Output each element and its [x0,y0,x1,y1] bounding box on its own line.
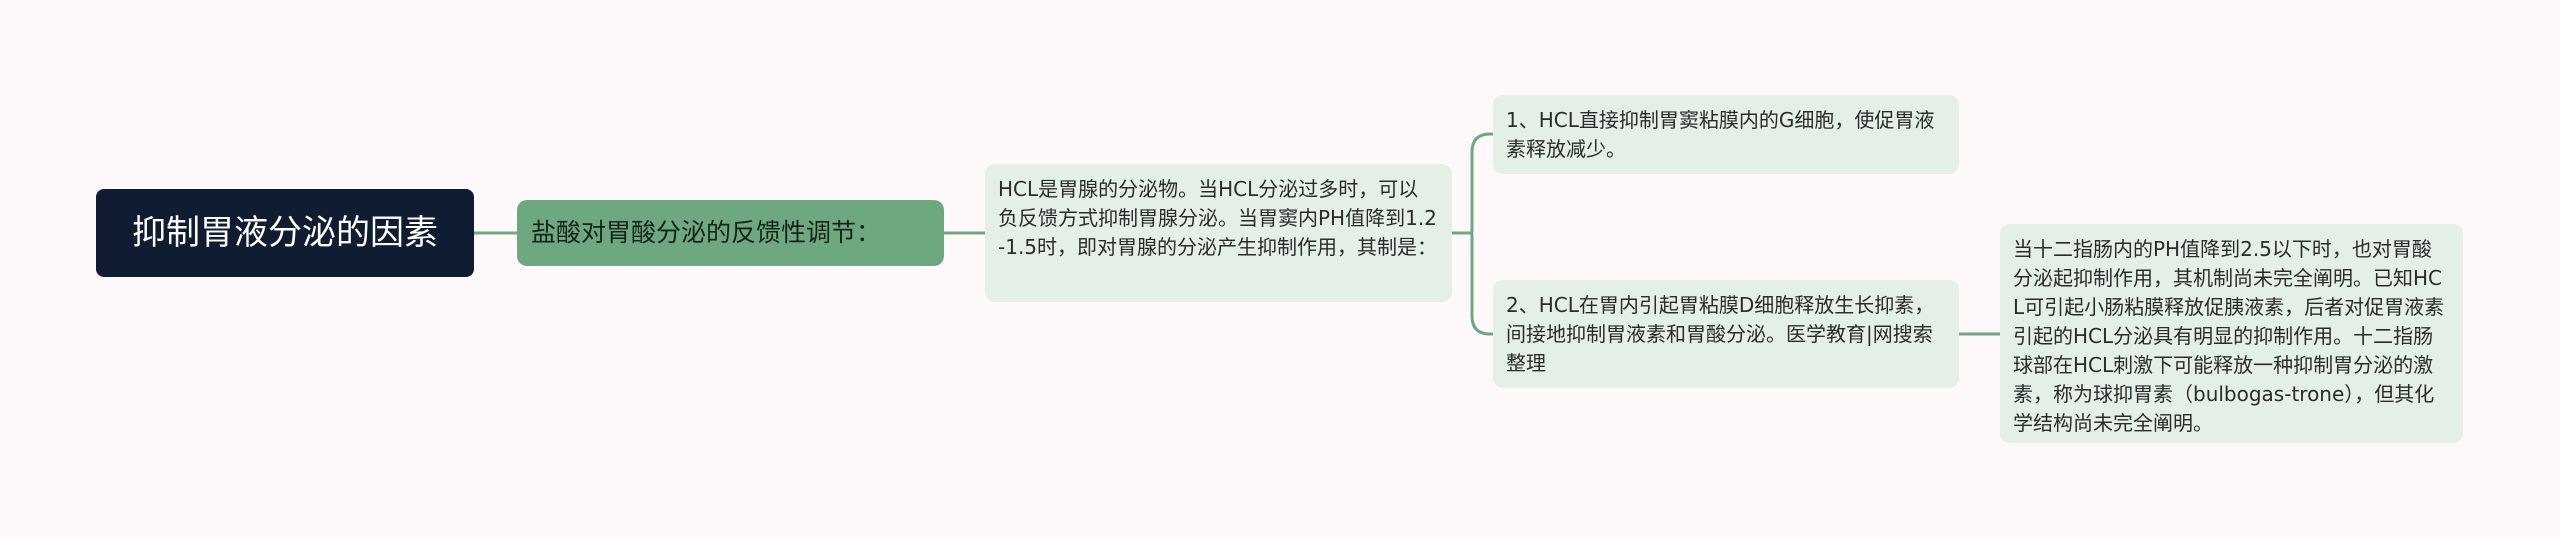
root-node[interactable]: 抑制胃液分泌的因素 [96,189,474,277]
connector-level2-to-item1 [1450,132,1495,235]
level4-node[interactable]: 当十二指肠内的PH值降到2.5以下时，也对胃酸分泌起抑制作用，其机制尚未完全阐明… [2000,224,2463,443]
level3-node-1[interactable]: 1、HCL直接抑制胃窦粘膜内的G细胞，使促胃液素释放减少。 [1493,95,1959,174]
level3-node-2[interactable]: 2、HCL在胃内引起胃粘膜D细胞释放生长抑素，间接地抑制胃液素和胃酸分泌。医学教… [1493,280,1959,388]
level1-node[interactable]: 盐酸对胃酸分泌的反馈性调节： [517,200,944,266]
connector-level2-to-item2 [1450,231,1495,336]
level2-node[interactable]: HCL是胃腺的分泌物。当HCL分泌过多时，可以负反馈方式抑制胃腺分泌。当胃窦内P… [985,164,1452,302]
